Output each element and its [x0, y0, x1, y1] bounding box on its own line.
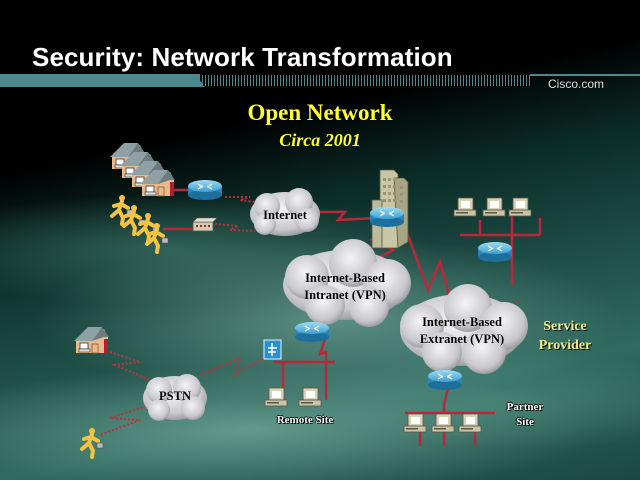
- link-pstn-user: [99, 404, 151, 436]
- cloud-extranet-label-line2: Extranet (VPN): [419, 332, 505, 346]
- remote-site-label: Remote Site: [276, 414, 334, 426]
- header-accent-line: [530, 74, 640, 76]
- cloud-extranet: [400, 284, 528, 374]
- diagram-subheading: Circa 2001: [279, 130, 361, 150]
- brand-label: Cisco.com: [548, 77, 605, 91]
- header-accent-ticks: [202, 75, 532, 86]
- link-modem-internet: [214, 223, 256, 232]
- cloud-extranet-label-line1: Internet-Based: [422, 315, 502, 329]
- service-provider-label-line2: Provider: [538, 338, 592, 353]
- cloud-internet: [250, 188, 320, 236]
- modem-icon: [192, 217, 218, 232]
- switch-icon: [263, 339, 282, 360]
- lan-partner: [405, 369, 495, 446]
- link-pstn-remote: [199, 351, 276, 378]
- router-icon: [294, 321, 330, 343]
- pc-icon: [298, 387, 322, 407]
- cloud-intranet-label-line1: Internet-Based: [305, 271, 385, 285]
- partner-site-label-line1: Partner: [506, 401, 544, 413]
- pc-icon: [458, 413, 482, 433]
- slide-title: Security: Network Transformation: [32, 42, 453, 72]
- router-icon: [187, 179, 223, 201]
- link-hq-extranet: [404, 229, 454, 306]
- link-house-pstn: [109, 351, 151, 381]
- pc-icon: [453, 197, 477, 217]
- pc-icon: [482, 197, 506, 217]
- cloud-pstn: [143, 374, 207, 421]
- cloud-intranet: [283, 239, 411, 327]
- cloud-intranet-label-line2: Intranet (VPN): [304, 288, 386, 302]
- lan-hq: [460, 210, 542, 285]
- header-accent-slant: [195, 74, 205, 87]
- diagram-heading: Open Network: [247, 100, 393, 125]
- service-provider-label-line1: Service: [543, 319, 587, 334]
- cloud-pstn-label: PSTN: [159, 389, 191, 403]
- header-accent-bar: [0, 74, 200, 87]
- link-internet-hq: [320, 210, 396, 222]
- router-icon: [477, 241, 513, 263]
- house-icon: [73, 326, 110, 354]
- cloud-internet-label: Internet: [263, 208, 307, 222]
- link-router-internet: [225, 196, 256, 203]
- pc-icon: [264, 387, 288, 407]
- pc-icon: [508, 197, 532, 217]
- router-icon: [369, 206, 405, 228]
- pc-icon: [403, 413, 427, 433]
- router-icon: [427, 369, 463, 391]
- pc-icon: [431, 413, 455, 433]
- partner-site-label-line2: Site: [516, 416, 534, 428]
- running-person-icon: [80, 426, 105, 459]
